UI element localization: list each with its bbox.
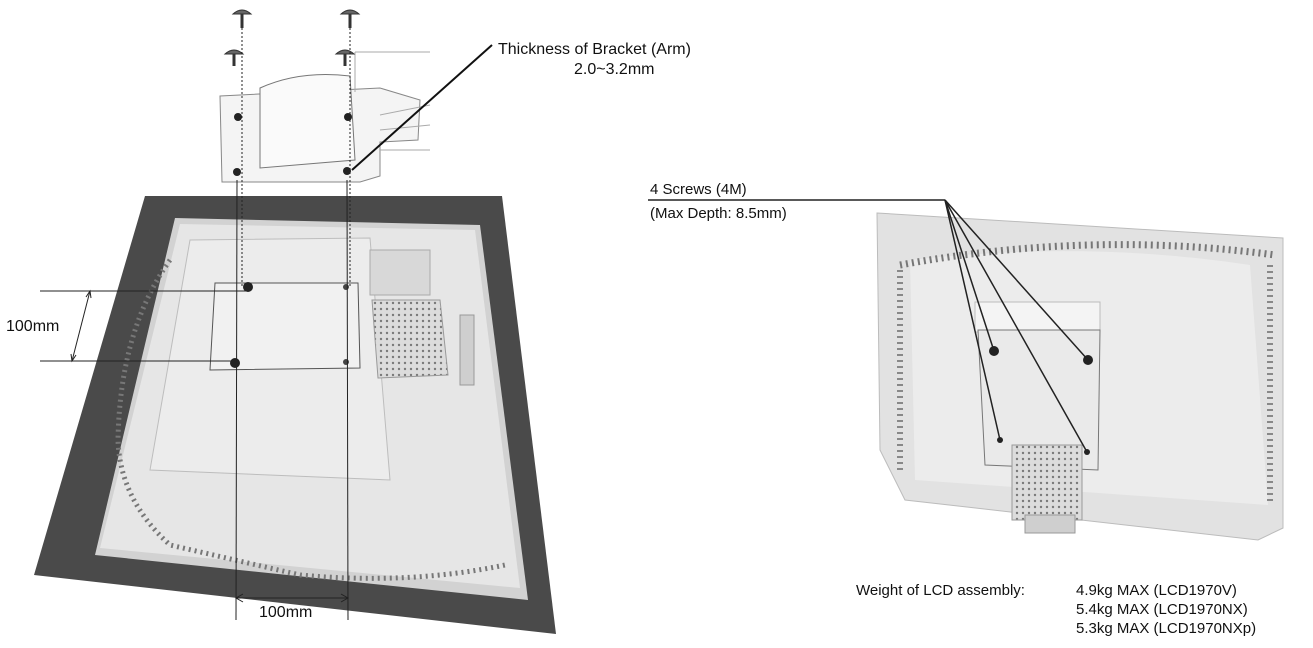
screw-icons — [223, 9, 361, 66]
screw-leader-lines — [648, 199, 1089, 453]
right-monitor-back — [876, 212, 1284, 541]
vertical-dimension — [40, 289, 248, 363]
weight-value: 5.4kg MAX (LCD1970NX) — [1076, 601, 1248, 618]
horizontal-spacing-label: 100mm — [259, 604, 313, 621]
max-depth-label: (Max Depth: 8.5mm) — [650, 205, 787, 222]
vent-grill — [371, 299, 449, 379]
screw-hole — [243, 282, 253, 292]
vent-grill-right — [1011, 444, 1083, 521]
screw-hole — [230, 358, 240, 368]
vesa-plate — [209, 282, 361, 371]
left-monitor-back — [95, 218, 528, 600]
mounting-bracket — [219, 51, 431, 183]
weight-value: 5.3kg MAX (LCD1970NXp) — [1076, 620, 1257, 637]
screw-hole — [343, 284, 349, 290]
weight-label: Weight of LCD assembly: — [856, 582, 1025, 599]
screws-label: 4 Screws (4M) — [650, 181, 747, 198]
alignment-lines-solid — [235, 179, 349, 621]
horizontal-dimension — [234, 593, 350, 603]
weight-value: 4.9kg MAX (LCD1970V) — [1076, 582, 1237, 599]
bracket-thickness-value: 2.0~3.2mm — [574, 61, 655, 78]
bracket-thickness-label: Thickness of Bracket (Arm) — [498, 41, 691, 58]
vesa-plate-right — [977, 329, 1101, 471]
alignment-lines — [241, 28, 351, 287]
bracket-leader-line — [351, 44, 493, 171]
vertical-spacing-label: 100mm — [6, 318, 60, 335]
screw-hole — [343, 359, 349, 365]
